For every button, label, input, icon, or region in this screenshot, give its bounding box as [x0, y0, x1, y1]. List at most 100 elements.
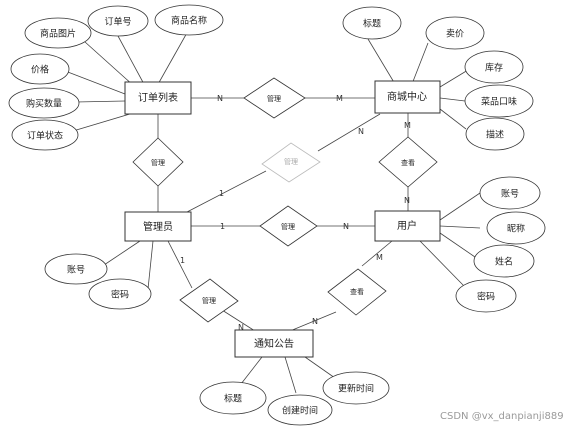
cardinality-label: N [404, 196, 410, 205]
line-mall-stock [439, 69, 469, 88]
relationship-diamond [179, 278, 239, 323]
line-user-nickname [439, 225, 481, 229]
cardinality-label: N [217, 94, 223, 103]
rel-user-notice-view: 查看 [327, 268, 387, 316]
line-order-number [117, 35, 146, 87]
line-order-status [72, 113, 131, 132]
relationship-diamond [378, 136, 438, 188]
attribute-label: 菜品口味 [481, 96, 517, 108]
attribute-label: 卖价 [446, 29, 464, 40]
relationship-label: 管理 [281, 222, 295, 231]
attribute-ellipse [267, 394, 333, 426]
attr-admin-password: 密码 [88, 278, 152, 310]
entities: 订单列表 商城中心 管理员 用户 通知公告 [124, 80, 441, 358]
cardinality-label: 1 [220, 222, 225, 231]
attribute-ellipse [10, 53, 70, 85]
attr-user-name: 姓名 [473, 244, 535, 278]
attr-user-account: 账号 [479, 176, 541, 210]
entity-label: 通知公告 [254, 337, 294, 350]
cardinality-label: N [312, 317, 318, 326]
rel-admin-user-manage: 管理 [259, 205, 318, 247]
attribute-ellipse [465, 117, 525, 151]
attr-mall-desc: 描述 [465, 117, 525, 151]
attribute-label: 标题 [224, 393, 242, 405]
relationships: 管理 管理 管理 查看 管理 管理 查看 [132, 77, 438, 323]
rel-admin-mall-manage: 管理 [261, 142, 321, 183]
entity-label: 用户 [397, 219, 417, 232]
attribute-ellipse [88, 278, 152, 310]
line-faintrel-mall [317, 113, 381, 152]
line-user-noticerel [361, 240, 393, 267]
cardinality-label: 1 [219, 189, 224, 198]
attribute-label: 账号 [501, 189, 519, 200]
cardinality-label: M [376, 253, 383, 262]
line-order-qty [75, 100, 126, 103]
relationship-diamond [327, 268, 387, 316]
attr-order-image: 商品图片 [24, 17, 92, 49]
relationship-diamond [243, 77, 306, 119]
line-admin-password [147, 240, 154, 290]
cardinalities: N M 1 N M N 1 N 1 N M N [180, 94, 411, 332]
attr-order-name: 商品名称 [154, 4, 224, 36]
entity-box [374, 80, 441, 114]
line-user-name [439, 232, 476, 258]
entity-box [124, 211, 192, 242]
line-mall-price [411, 42, 429, 85]
attribute-label: 姓名 [495, 256, 513, 268]
attr-order-status: 订单状态 [11, 119, 79, 151]
attribute-ellipse [322, 371, 390, 405]
attribute-ellipse [24, 17, 92, 49]
entity-box [234, 329, 314, 358]
attribute-ellipse [486, 211, 546, 245]
cardinality-label: N [238, 323, 244, 332]
attribute-ellipse [154, 4, 224, 36]
line-noticerel-notice [221, 309, 256, 332]
cardinality-label: N [358, 127, 364, 136]
rel-order-admin-manage: 管理 [132, 137, 184, 187]
entity-box [124, 81, 192, 115]
attribute-label: 商品名称 [171, 15, 207, 27]
cardinality-label: N [343, 222, 349, 231]
cardinality-label: 1 [180, 256, 185, 265]
entity-order-list: 订单列表 [124, 81, 192, 115]
attr-mall-price: 卖价 [425, 16, 485, 50]
attr-notice-title: 标题 [199, 381, 267, 415]
cardinality-label: M [404, 121, 411, 130]
attribute-label: 库存 [485, 62, 503, 74]
line-notice-created [284, 356, 297, 394]
attribute-label: 订单号 [104, 16, 131, 28]
line-mall-taste [439, 97, 466, 102]
attribute-label: 购买数量 [26, 98, 62, 110]
attribute-label: 价格 [31, 64, 49, 76]
relationship-label: 管理 [202, 296, 216, 305]
line-user-account [439, 192, 481, 221]
attribute-ellipse [342, 6, 402, 40]
attribute-label: 更新时间 [338, 383, 374, 395]
attribute-ellipse [425, 16, 485, 50]
line-user-password [419, 240, 465, 287]
attribute-ellipse [199, 381, 267, 415]
attr-order-price: 价格 [10, 53, 70, 85]
attribute-ellipse [455, 279, 517, 313]
attr-notice-created: 创建时间 [267, 394, 333, 426]
attribute-label: 标题 [363, 18, 381, 30]
attr-notice-updated: 更新时间 [322, 371, 390, 405]
attr-mall-title: 标题 [342, 6, 402, 40]
attr-mall-stock: 库存 [464, 50, 524, 84]
attribute-ellipse [473, 244, 535, 278]
line-admin-faintrel [186, 170, 267, 213]
relationship-label: 查看 [350, 287, 364, 296]
line-mall-title [367, 38, 396, 85]
attribute-ellipse [87, 5, 149, 37]
attribute-ellipse [464, 50, 524, 84]
entity-label: 订单列表 [138, 91, 178, 104]
watermark: CSDN @vx_danpianji889 [440, 411, 563, 422]
attribute-label: 昵称 [507, 223, 525, 235]
attribute-label: 描述 [486, 129, 504, 141]
attribute-label: 创建时间 [282, 405, 318, 417]
attribute-ellipse [464, 84, 534, 118]
entity-label: 商城中心 [387, 90, 427, 103]
attribute-label: 密码 [477, 291, 495, 303]
